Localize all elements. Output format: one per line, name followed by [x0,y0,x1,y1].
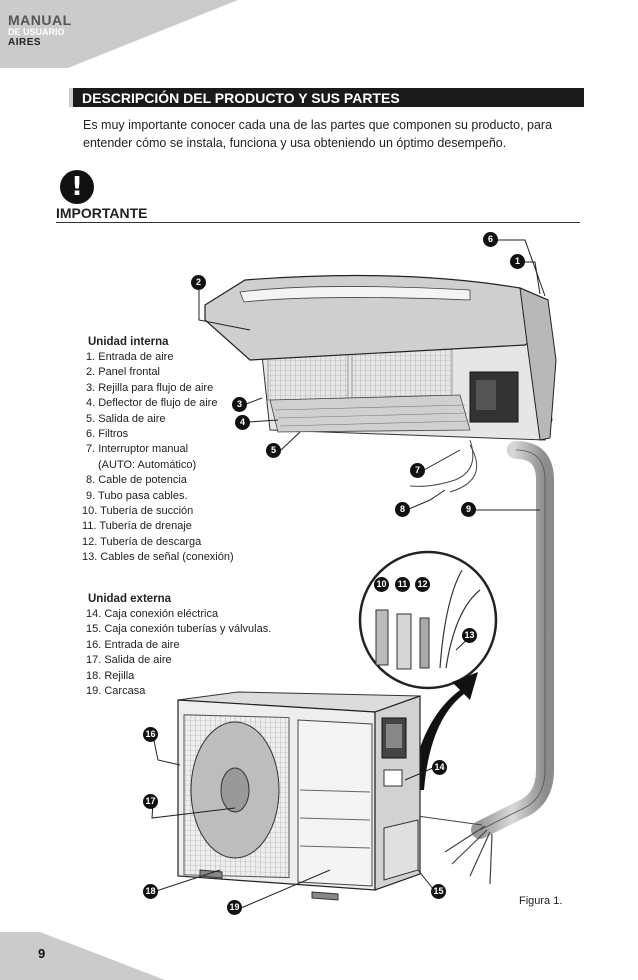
callout-4: 4 [235,415,250,430]
callout-2: 2 [191,275,206,290]
brand-line-2: DE USUARIO [8,27,65,37]
list-item: 9. Tubo pasa cables. [86,489,188,502]
intro-paragraph: Es muy importante conocer cada una de la… [83,118,553,150]
list-item: 6. Filtros [86,428,129,441]
list-item: 4. Deflector de flujo de aire [86,397,218,410]
list-item: 11. Tubería de drenaje [82,520,192,533]
list-item: (AUTO: Automático) [98,458,197,471]
callout-10: 10 [374,577,389,592]
exclamation-icon: ! [60,170,94,204]
callout-17: 17 [143,794,158,809]
list-item: 2. Panel frontal [86,366,160,379]
callout-3: 3 [232,397,247,412]
list-item: 7. Interruptor manual [86,443,189,456]
list-item: 19. Carcasa [86,685,146,698]
callout-15: 15 [431,884,446,899]
list-item: 13. Cables de señal (conexión) [82,551,234,564]
section-title-bar: DESCRIPCIÓN DEL PRODUCTO Y SUS PARTES [69,88,584,107]
callout-11: 11 [395,577,410,592]
brand-line-1: MANUAL [8,12,72,28]
header-corner-tab [0,0,238,68]
indoor-unit-illustration [204,274,557,493]
list-item: 3. Rejilla para flujo de aire [86,381,214,394]
figure-caption: Figura 1. [519,895,563,907]
list-item: 16. Entrada de aire [86,638,180,651]
list-item: 5. Salida de aire [86,412,166,425]
callout-18: 18 [143,884,158,899]
brand-line-3: AIRES [8,37,42,48]
callout-13: 13 [462,628,477,643]
list-item: 15. Caja conexión tuberías y válvulas. [86,623,272,636]
callout-6: 6 [483,232,498,247]
callout-8: 8 [395,502,410,517]
important-label: IMPORTANTE [56,205,148,221]
pipe-detail-magnifier [358,550,498,690]
callout-12: 12 [415,577,430,592]
indoor-unit-list: 1. Entrada de aire 2. Panel frontal 3. R… [82,350,234,566]
list-item: 1. Entrada de aire [86,351,174,363]
callout-16: 16 [143,727,158,742]
indoor-unit-title: Unidad interna [88,336,169,348]
list-item: 18. Rejilla [86,669,135,682]
outdoor-unit-illustration [177,691,421,901]
important-divider [56,222,580,223]
callout-7: 7 [410,463,425,478]
list-item: 8. Cable de potencia [86,474,187,487]
callout-5: 5 [266,443,281,458]
footer-corner-tab [0,932,165,980]
callout-9: 9 [461,502,476,517]
outdoor-unit-title: Unidad externa [88,593,172,605]
callout-19: 19 [227,900,242,915]
pipe-bundle-illustration [409,441,554,885]
leader-lines [151,239,546,909]
callout-14: 14 [432,760,447,775]
list-item: 14. Caja conexión eléctrica [86,608,219,620]
section-title: DESCRIPCIÓN DEL PRODUCTO Y SUS PARTES [82,90,400,106]
page-number: 9 [38,946,46,961]
list-item: 12. Tubería de descarga [82,535,202,548]
list-item: 10. Tubería de succión [82,505,194,518]
callout-1: 1 [510,254,525,269]
outdoor-unit-list: 14. Caja conexión eléctrica 15. Caja con… [86,607,271,699]
list-item: 17. Salida de aire [86,654,172,667]
brand-logo: MANUAL DE USUARIO AIRES [8,13,72,48]
